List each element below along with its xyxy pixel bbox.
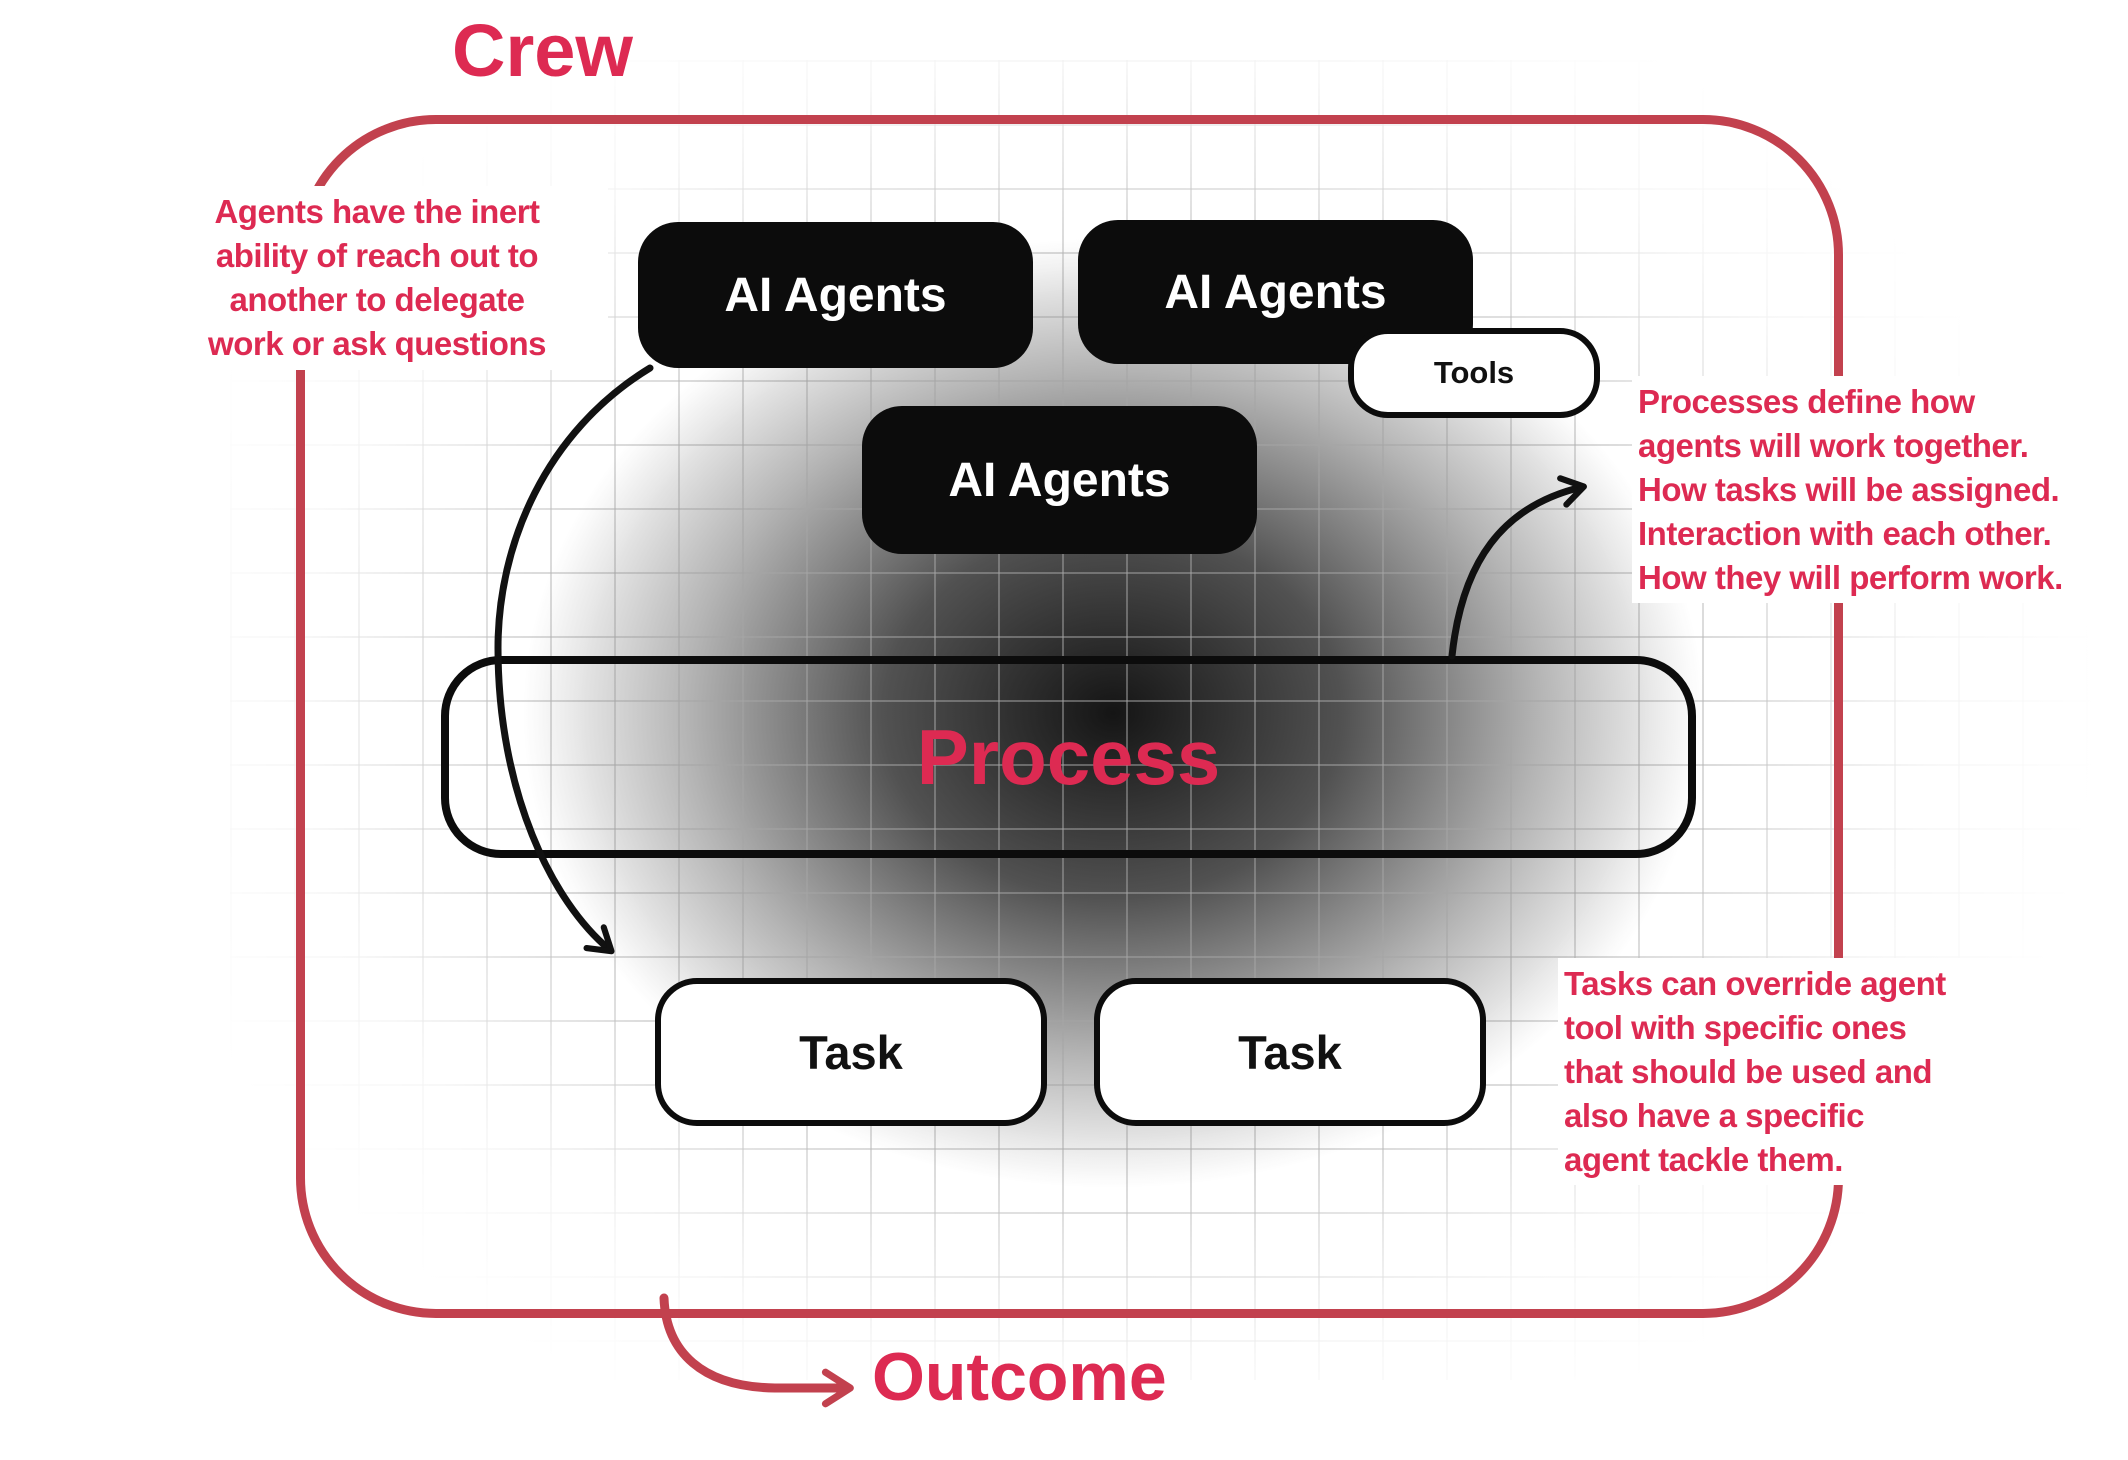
ai-agents-node-3: AI Agents [862,406,1257,554]
ai-agents-node-1: AI Agents [638,222,1033,368]
task-node-2: Task [1094,978,1486,1126]
crew-label: Crew [452,9,633,92]
annotation-agent-delegation: Agents have the inert ability of reach o… [146,186,608,370]
annotation-task-override: Tasks can override agent tool with speci… [1558,958,2036,1186]
outcome-label: Outcome [872,1339,1167,1415]
annotation-process-definition: Processes define how agents will work to… [1632,376,2128,604]
tools-node: Tools [1348,328,1600,418]
task-node-1: Task [655,978,1047,1126]
process-node: Process [441,656,1696,858]
crew-boundary [296,115,1843,1318]
